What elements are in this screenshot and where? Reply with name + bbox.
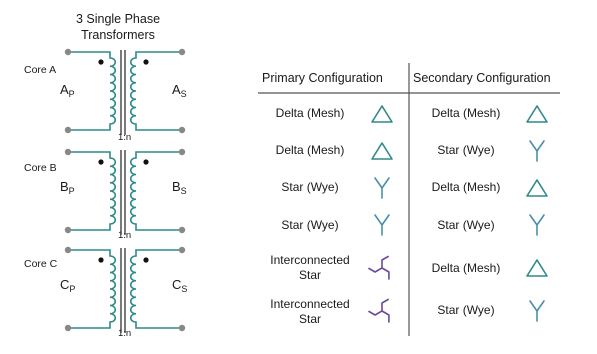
core-a-secondary-label: AS [172, 82, 187, 99]
core-b-primary-winding [68, 151, 117, 231]
core-a-primary-winding [68, 51, 117, 131]
row-5-primary: Interconnected Star [258, 253, 362, 283]
row-3-primary: Star (Wye) [281, 180, 339, 194]
core-a-terminal-3 [178, 48, 186, 56]
core-a-terminal-4 [178, 126, 186, 134]
core-c-terminal-2 [64, 324, 72, 332]
row-2-primary: Delta (Mesh) [275, 143, 345, 157]
row-4-primary-wye-icon [374, 214, 390, 236]
core-b-primary-polarity-dot [98, 159, 104, 165]
row-6-primary: Interconnected Star [258, 297, 362, 327]
row-6-primary-zigzag-icon [368, 298, 390, 323]
row-2-primary-delta-icon [371, 142, 393, 160]
title-line-1: 3 Single Phase [75, 12, 161, 26]
row-2-secondary-wye-icon [529, 140, 545, 162]
core-c-label: Core C [24, 258, 58, 270]
core-b-label: Core B [24, 162, 57, 174]
core-a-ratio: 1:n [118, 132, 132, 143]
row-3-secondary: Delta (Mesh) [431, 180, 501, 194]
core-a-terminal-1 [64, 48, 72, 56]
row-5-primary-zigzag-icon [368, 255, 390, 280]
core-b-terminal-2 [64, 226, 72, 234]
core-c-terminal-3 [178, 246, 186, 254]
row-4-secondary: Star (Wye) [437, 218, 495, 232]
row-6-secondary: Star (Wye) [437, 303, 495, 317]
core-c-primary-winding [68, 249, 117, 329]
core-a-terminal-2 [64, 126, 72, 134]
title-line-2: Transformers [81, 28, 155, 42]
row-1-secondary-delta-icon [526, 105, 548, 123]
row-1-primary: Delta (Mesh) [275, 106, 345, 120]
row-2-secondary: Star (Wye) [437, 143, 495, 157]
core-a-secondary-polarity-dot [143, 59, 149, 65]
row-1-primary-delta-icon [371, 105, 393, 123]
row-6-primary-line-2: Star [298, 312, 321, 326]
core-c-secondary-polarity-dot [143, 257, 149, 263]
core-c-secondary-winding [129, 249, 182, 329]
row-1-secondary: Delta (Mesh) [431, 106, 501, 120]
row-6-primary-line-1: Interconnected [270, 297, 350, 311]
row-3-primary-wye-icon [374, 177, 390, 199]
secondary-configuration-header: Secondary Configuration [413, 71, 551, 85]
core-b-secondary-polarity-dot [143, 159, 149, 165]
row-5-primary-line-1: Interconnected [270, 253, 350, 267]
core-a-primary-polarity-dot [98, 59, 104, 65]
core-c-primary-polarity-dot [98, 257, 104, 263]
row-4-secondary-wye-icon [529, 214, 545, 236]
row-6-secondary-wye-icon [529, 300, 545, 322]
core-b-terminal-1 [64, 148, 72, 156]
core-b-secondary-label: BS [172, 179, 187, 196]
core-b-terminal-4 [178, 226, 186, 234]
row-3-secondary-delta-icon [526, 179, 548, 197]
core-a-label: Core A [24, 64, 57, 76]
diagram-title: 3 Single Phase Transformers [48, 11, 188, 43]
core-b-primary-label: BP [60, 179, 75, 196]
primary-configuration-header: Primary Configuration [262, 71, 383, 85]
row-5-secondary-delta-icon [526, 259, 548, 277]
core-a-secondary-winding [129, 51, 182, 131]
core-c-secondary-label: CS [172, 277, 188, 294]
row-5-secondary: Delta (Mesh) [431, 261, 501, 275]
row-5-primary-line-2: Star [298, 268, 321, 282]
core-a-primary-label: AP [60, 82, 75, 99]
core-b-ratio: 1:n [118, 230, 132, 241]
core-b-secondary-winding [129, 151, 182, 231]
core-b-terminal-3 [178, 148, 186, 156]
core-c-terminal-1 [64, 246, 72, 254]
core-c-terminal-4 [178, 324, 186, 332]
core-c-primary-label: CP [60, 277, 76, 294]
core-c-ratio: 1:n [118, 328, 132, 339]
row-4-primary: Star (Wye) [281, 218, 339, 232]
